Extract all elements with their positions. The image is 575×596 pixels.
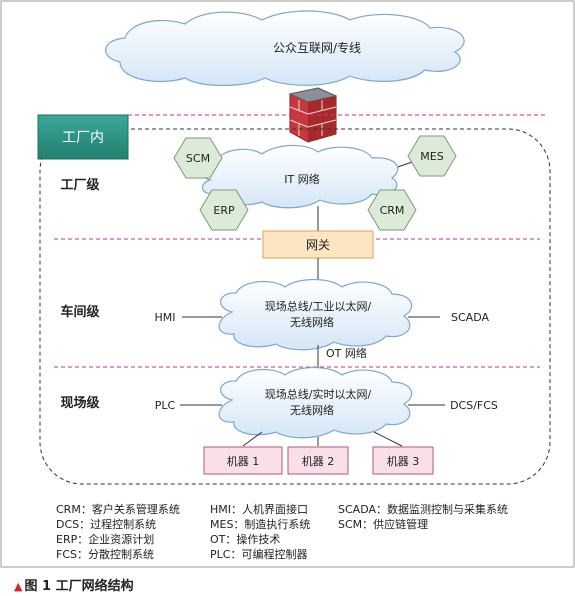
figure-frame (0, 0, 575, 568)
legend-col-2: HMI：人机界面接口 MES：制造执行系统 OT：操作技术 PLC：可编程控制器 (210, 502, 310, 562)
erp-label: ERP (213, 204, 235, 217)
ot-network-label: OT 网络 (326, 346, 367, 360)
machine-3-box (372, 446, 434, 475)
internet-label: 公众互联网/专线 (273, 40, 361, 55)
scada-label: SCADA (451, 311, 489, 324)
level-factory-label: 工厂级 (60, 177, 100, 193)
scm-label: SCM (186, 152, 210, 165)
gateway-box (262, 230, 374, 259)
crm-node: CRM (367, 189, 417, 231)
caption-text: 图 1 工厂网络结构 (24, 579, 134, 594)
caption-marker: ▲ (14, 580, 23, 593)
machine-1-label: 机器 1 (227, 454, 260, 468)
it-network-cloud (199, 144, 399, 209)
factory-badge-label: 工厂内 (62, 130, 104, 146)
legend-col-3: SCADA：数据监测控制与采集系统 SCM：供应链管理 (338, 502, 508, 532)
legend-scada: SCADA：数据监测控制与采集系统 (338, 503, 508, 516)
machine-3-label: 机器 3 (387, 454, 420, 468)
gateway-label: 网关 (306, 238, 330, 252)
legend-ot: OT：操作技术 (210, 533, 281, 546)
field-network-cloud (218, 366, 413, 439)
internet-cloud (105, 10, 465, 87)
machine-2-label: 机器 2 (302, 454, 335, 468)
mes-node: MES (407, 135, 457, 177)
level-workshop-label: 车间级 (60, 304, 100, 320)
machine-1-box (203, 446, 283, 475)
machine-2-box (287, 446, 349, 475)
workshop-network-cloud (218, 278, 413, 351)
legend-hmi: HMI：人机界面接口 (210, 503, 309, 516)
legend-col-1: CRM：客户关系管理系统 DCS：过程控制系统 ERP：企业资源计划 FCS：分… (56, 502, 180, 562)
link-machine-3 (373, 431, 403, 447)
figure-caption: ▲图 1 工厂网络结构 (14, 575, 134, 594)
field-network-line1: 现场总线/实时以太网/ (265, 387, 372, 401)
legend-erp: ERP：企业资源计划 (56, 533, 155, 546)
it-network-label: IT 网络 (284, 172, 319, 186)
legend-crm: CRM：客户关系管理系统 (56, 503, 180, 516)
plc-label: PLC (155, 399, 176, 412)
factory-badge (37, 114, 129, 160)
workshop-network-line1: 现场总线/工业以太网/ (265, 299, 372, 313)
factory-boundary (39, 128, 551, 485)
legend-fcs: FCS：分散控制系统 (56, 548, 154, 561)
legend-mes: MES：制造执行系统 (210, 518, 311, 531)
workshop-network-line2: 无线网络 (290, 315, 334, 329)
mes-label: MES (420, 150, 443, 163)
erp-node: ERP (199, 189, 249, 231)
legend-scm: SCM：供应链管理 (338, 518, 429, 531)
legend-plc: PLC：可编程控制器 (210, 548, 308, 561)
legend-dcs: DCS：过程控制系统 (56, 518, 157, 531)
dcs-fcs-label: DCS/FCS (450, 399, 498, 412)
crm-label: CRM (380, 204, 405, 217)
scm-node: SCM (173, 137, 223, 179)
level-field-label: 现场级 (60, 395, 100, 411)
field-network-line2: 无线网络 (290, 403, 334, 417)
link-machine-1 (242, 431, 263, 447)
hmi-label: HMI (154, 311, 175, 324)
